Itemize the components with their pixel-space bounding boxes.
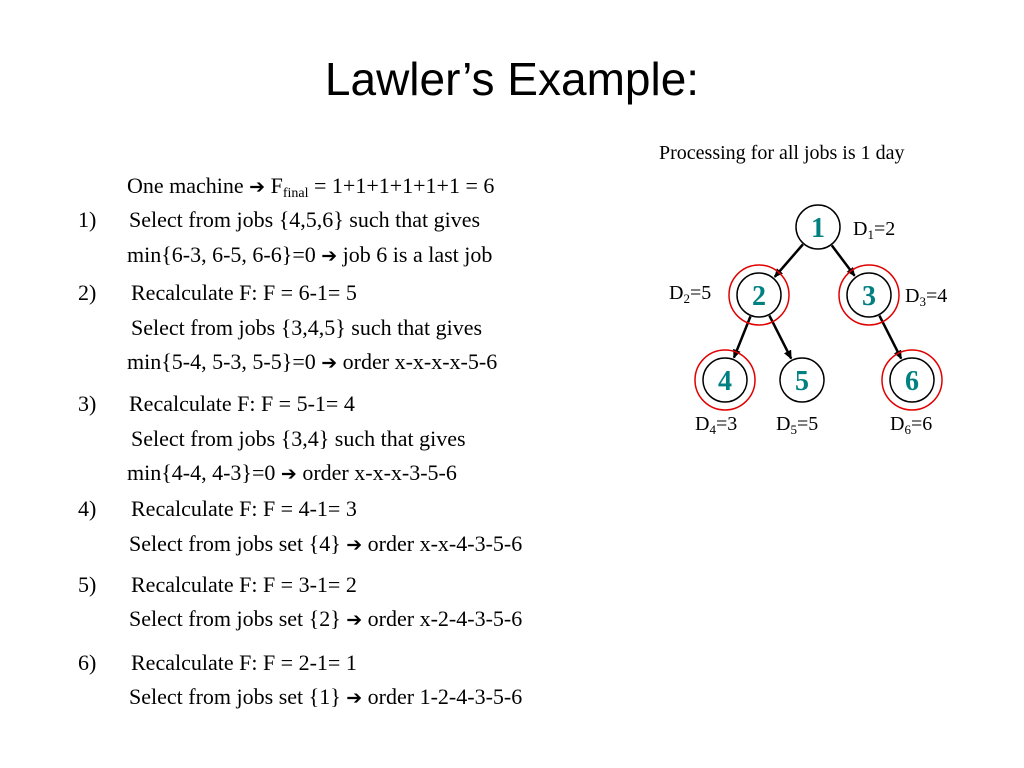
node-4-highlight-ring bbox=[694, 349, 756, 411]
processing-note: Processing for all jobs is 1 day bbox=[659, 142, 905, 164]
step-2-min-expression: min{5-4, 5-3, 5-5}=0 bbox=[127, 349, 316, 374]
step-2-line-3: min{5-4, 5-3, 5-5}=0 ➔ order x-x-x-x-5-6 bbox=[127, 349, 497, 376]
node-6-circle bbox=[889, 357, 935, 403]
step-4-number: 4) bbox=[78, 496, 97, 521]
step-2-result: order x-x-x-x-5-6 bbox=[342, 349, 498, 374]
step-4-line-1: Recalculate F: F = 4-1= 3 bbox=[131, 496, 357, 521]
node-2-highlight-ring bbox=[728, 264, 790, 326]
step-1-result: job 6 is a last job bbox=[342, 242, 493, 267]
arrow-icon: ➔ bbox=[346, 534, 363, 556]
tree-nodes: 1 2 3 4 5 6 bbox=[694, 204, 943, 411]
arrow-icon: ➔ bbox=[346, 687, 363, 709]
deadline-label-6: D6=6 bbox=[890, 413, 933, 437]
intro-prefix: One machine bbox=[127, 173, 244, 198]
deadline-label-1: D1=2 bbox=[853, 218, 896, 242]
node-3-label: 3 bbox=[862, 281, 876, 312]
step-1-min-expression: min{6-3, 6-5, 6-6}=0 bbox=[127, 242, 316, 267]
step-3-number: 3) bbox=[78, 391, 97, 416]
step-5-result: order x-2-4-3-5-6 bbox=[367, 606, 523, 631]
node-6-highlight-ring bbox=[881, 349, 943, 411]
step-4-select: Select from jobs set {4} bbox=[129, 531, 341, 556]
step-1-number: 1) bbox=[78, 207, 97, 232]
step-2-line-2: Select from jobs {3,4,5} such that gives bbox=[131, 315, 483, 340]
step-5-line-1: Recalculate F: F = 3-1= 2 bbox=[131, 572, 357, 597]
arrow-icon: ➔ bbox=[321, 245, 338, 267]
step-6-result: order 1-2-4-3-5-6 bbox=[367, 684, 523, 709]
edge-2-5 bbox=[768, 314, 793, 360]
node-6-label: 6 bbox=[905, 366, 919, 397]
deadline-label-5: D5=5 bbox=[776, 413, 819, 437]
step-3-min-expression: min{4-4, 4-3}=0 bbox=[127, 460, 276, 485]
step-6-number: 6) bbox=[78, 650, 97, 675]
step-5-number: 5) bbox=[78, 572, 97, 597]
node-2-label: 2 bbox=[752, 281, 766, 312]
node-1-label: 1 bbox=[811, 213, 825, 244]
node-4-label: 4 bbox=[718, 366, 732, 397]
step-1-line-1: Select from jobs {4,5,6} such that gives bbox=[129, 207, 481, 232]
node-3-highlight-ring bbox=[838, 264, 900, 326]
step-5-line-2: Select from jobs set {2} ➔ order x-2-4-3… bbox=[129, 606, 522, 633]
arrow-icon: ➔ bbox=[280, 463, 297, 485]
step-6-line-1: Recalculate F: F = 2-1= 1 bbox=[131, 650, 357, 675]
arrow-icon: ➔ bbox=[346, 609, 363, 631]
step-3-result: order x-x-x-3-5-6 bbox=[302, 460, 457, 485]
step-2-number: 2) bbox=[78, 280, 97, 305]
f-subscript: final bbox=[282, 186, 309, 201]
intro-rest: = 1+1+1+1+1+1 = 6 bbox=[308, 173, 495, 198]
arrow-icon: ➔ bbox=[321, 352, 338, 374]
arrow-icon: ➔ bbox=[249, 176, 266, 198]
f-symbol: F bbox=[270, 173, 283, 198]
step-5-select: Select from jobs set {2} bbox=[129, 606, 341, 631]
node-4-circle bbox=[702, 357, 748, 403]
step-4-result: order x-x-4-3-5-6 bbox=[367, 531, 523, 556]
node-5-label: 5 bbox=[795, 366, 809, 397]
step-6-select: Select from jobs set {1} bbox=[129, 684, 341, 709]
step-3-line-3: min{4-4, 4-3}=0 ➔ order x-x-x-3-5-6 bbox=[127, 460, 457, 487]
step-3-line-2: Select from jobs {3,4} such that gives bbox=[131, 426, 466, 451]
step-3-line-1: Recalculate F: F = 5-1= 4 bbox=[129, 391, 355, 416]
node-2-circle bbox=[736, 272, 782, 318]
step-2-line-1: Recalculate F: F = 6-1= 5 bbox=[131, 280, 357, 305]
step-1-line-2: min{6-3, 6-5, 6-6}=0 ➔ job 6 is a last j… bbox=[127, 242, 492, 269]
edge-1-2 bbox=[773, 243, 804, 278]
deadline-label-4: D4=3 bbox=[695, 413, 738, 437]
slide-title: Lawler’s Example: bbox=[324, 53, 700, 105]
step-6-line-2: Select from jobs set {1} ➔ order 1-2-4-3… bbox=[129, 684, 522, 711]
node-1-circle bbox=[795, 204, 841, 250]
step-4-line-2: Select from jobs set {4} ➔ order x-x-4-3… bbox=[129, 531, 522, 558]
node-5-circle bbox=[779, 357, 825, 403]
intro-line: One machine ➔ Ffinal = 1+1+1+1+1+1 = 6 bbox=[127, 173, 494, 207]
deadline-label-2: D2=5 bbox=[669, 282, 712, 306]
edge-3-6 bbox=[878, 314, 903, 360]
deadline-label-3: D3=4 bbox=[905, 285, 948, 309]
node-3-circle bbox=[846, 272, 892, 318]
